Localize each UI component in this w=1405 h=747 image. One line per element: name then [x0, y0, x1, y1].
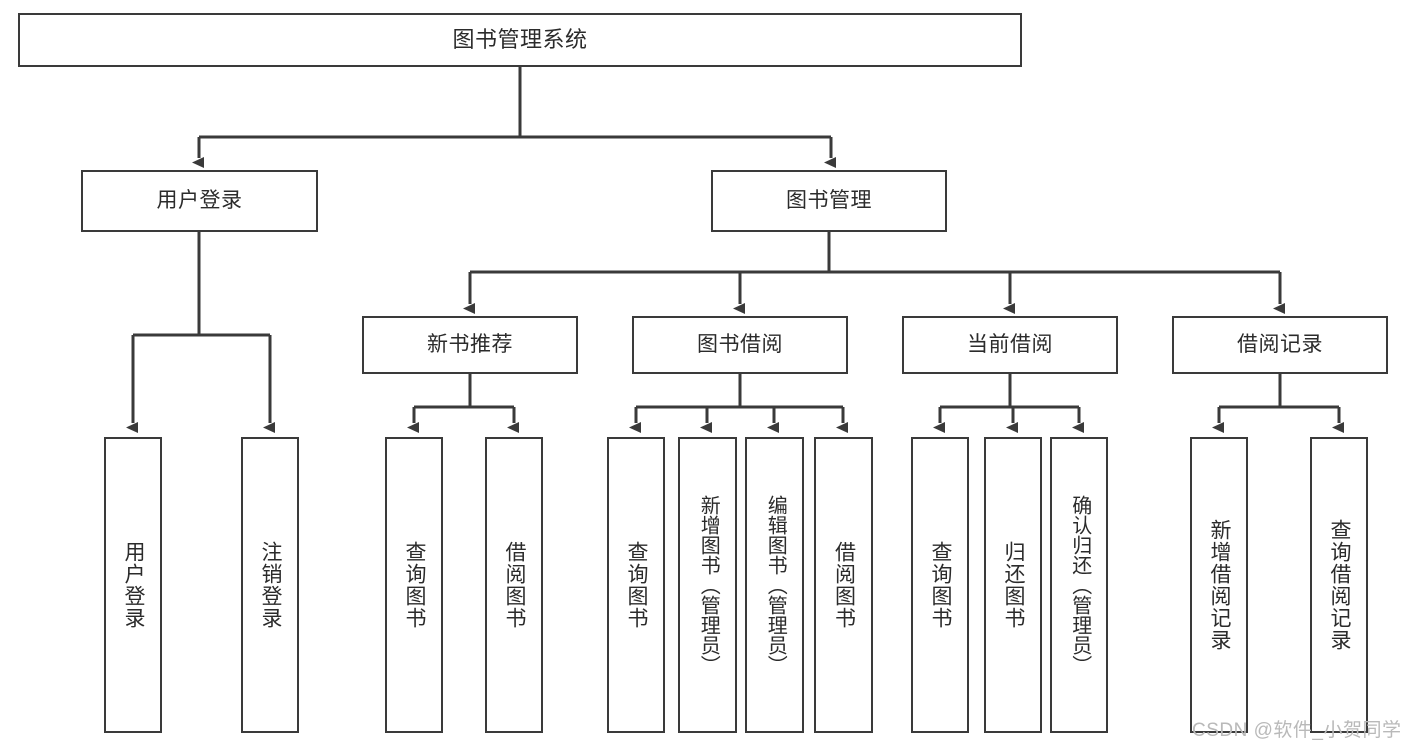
node-user-login[interactable]: 用户登录 [81, 170, 318, 232]
edge-group-book-borrow [629, 374, 848, 433]
node-current-borrow-label: 当前借阅 [967, 333, 1053, 357]
leaf-node[interactable]: 查询借阅记录 [1310, 437, 1368, 733]
leaf-node[interactable]: 注销登录 [241, 437, 299, 733]
node-current-borrow[interactable]: 当前借阅 [902, 316, 1118, 374]
leaf-node-label: 确认归还（管理员） [1068, 495, 1091, 675]
leaf-node-label: 查询借阅记录 [1327, 519, 1351, 651]
leaf-node[interactable]: 新增借阅记录 [1190, 437, 1248, 733]
leaf-node-label: 新增图书（管理员） [697, 495, 720, 675]
edge-group-current-borrow [933, 374, 1084, 433]
node-borrow-record[interactable]: 借阅记录 [1172, 316, 1388, 374]
csdn-watermark: CSDN @软件_小贺同学 [1192, 720, 1402, 741]
leaf-node-label: 查询图书 [624, 541, 648, 629]
leaf-node[interactable]: 用户登录 [104, 437, 162, 733]
edge-group-borrow-record [1212, 374, 1344, 433]
leaf-node-label: 查询图书 [928, 541, 952, 629]
leaf-node[interactable]: 借阅图书 [485, 437, 543, 733]
leaf-node[interactable]: 查询图书 [607, 437, 665, 733]
node-new-book-recommend[interactable]: 新书推荐 [362, 316, 578, 374]
edge-group-new-book [407, 374, 519, 433]
leaf-node-label: 借阅图书 [502, 541, 526, 629]
node-new-book-recommend-label: 新书推荐 [427, 333, 513, 357]
leaf-node-label: 注销登录 [258, 541, 282, 629]
node-book-management[interactable]: 图书管理 [711, 170, 947, 232]
leaf-node[interactable]: 新增图书（管理员） [678, 437, 737, 733]
edge-group-user-login [126, 232, 275, 433]
leaf-node[interactable]: 查询图书 [911, 437, 969, 733]
edge-group-book-management [463, 232, 1285, 314]
leaf-node-label: 查询图书 [402, 541, 426, 629]
node-borrow-record-label: 借阅记录 [1237, 333, 1323, 357]
node-book-management-label: 图书管理 [786, 189, 872, 213]
node-root-label: 图书管理系统 [452, 26, 588, 52]
node-book-borrow[interactable]: 图书借阅 [632, 316, 848, 374]
edge-group-root [192, 67, 836, 168]
leaf-node[interactable]: 编辑图书（管理员） [745, 437, 804, 733]
node-user-login-label: 用户登录 [156, 189, 243, 213]
node-root-system[interactable]: 图书管理系统 [18, 13, 1022, 67]
leaf-node[interactable]: 查询图书 [385, 437, 443, 733]
leaf-node-label: 新增借阅记录 [1207, 519, 1231, 651]
leaf-node[interactable]: 确认归还（管理员） [1050, 437, 1108, 733]
node-book-borrow-label: 图书借阅 [697, 333, 783, 357]
leaf-node-label: 借阅图书 [832, 541, 856, 629]
leaf-node-label: 编辑图书（管理员） [764, 495, 787, 675]
leaf-node-label: 用户登录 [121, 541, 145, 629]
leaf-node[interactable]: 借阅图书 [814, 437, 873, 733]
leaf-node-label: 归还图书 [1001, 541, 1025, 629]
leaf-node[interactable]: 归还图书 [984, 437, 1042, 733]
